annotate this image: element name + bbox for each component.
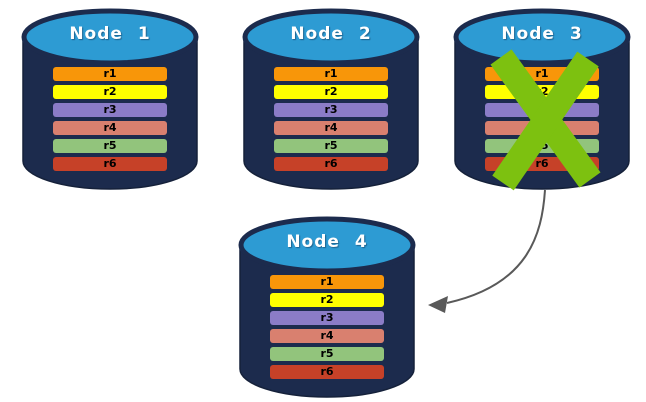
node-2-row-r6: r6 [274,157,388,171]
curved-arrow-icon [428,189,546,313]
node-1-row-r2: r2 [53,85,167,99]
node-3-row-r5: r5 [485,139,599,153]
node-3-row-r1: r1 [485,67,599,81]
node-1-rows: r1 r2 r3 r4 r5 r6 [53,67,167,175]
node-2-row-r5: r5 [274,139,388,153]
node-2-row-r1: r1 [274,67,388,81]
node-4-row-r5: r5 [270,347,384,361]
node-1-row-r1: r1 [53,67,167,81]
node-1-row-r6: r6 [53,157,167,171]
node-2: Node 2 r1 r2 r3 r4 r5 r6 [241,5,421,193]
node-4-title: Node 4 [286,232,368,252]
node-3-rows: r1 r2 r3 r4 r5 r6 [485,67,599,175]
node-1-row-r3: r3 [53,103,167,117]
node-3-title: Node 3 [501,24,583,44]
node-4-rows: r1 r2 r3 r4 r5 r6 [270,275,384,383]
node-4-row-r1: r1 [270,275,384,289]
node-4: Node 4 r1 r2 r3 r4 r5 r6 [237,213,417,401]
node-4-row-r6: r6 [270,365,384,379]
node-1: Node 1 r1 r2 r3 r4 r5 r6 [20,5,200,193]
node-1-row-r5: r5 [53,139,167,153]
node-2-row-r3: r3 [274,103,388,117]
node-2-row-r4: r4 [274,121,388,135]
node-4-row-r3: r3 [270,311,384,325]
node-2-row-r2: r2 [274,85,388,99]
node-1-title: Node 1 [69,24,151,44]
node-3-row-r4: r4 [485,121,599,135]
node-3-row-r2: r2 [485,85,599,99]
node-4-row-r4: r4 [270,329,384,343]
node-3-row-r6: r6 [485,157,599,171]
node-3-row-r3: r3 [485,103,599,117]
node-2-rows: r1 r2 r3 r4 r5 r6 [274,67,388,175]
node-1-row-r4: r4 [53,121,167,135]
node-2-title: Node 2 [290,24,372,44]
node-3: Node 3 r1 r2 r3 r4 r5 r6 [452,5,632,193]
node-4-row-r2: r2 [270,293,384,307]
